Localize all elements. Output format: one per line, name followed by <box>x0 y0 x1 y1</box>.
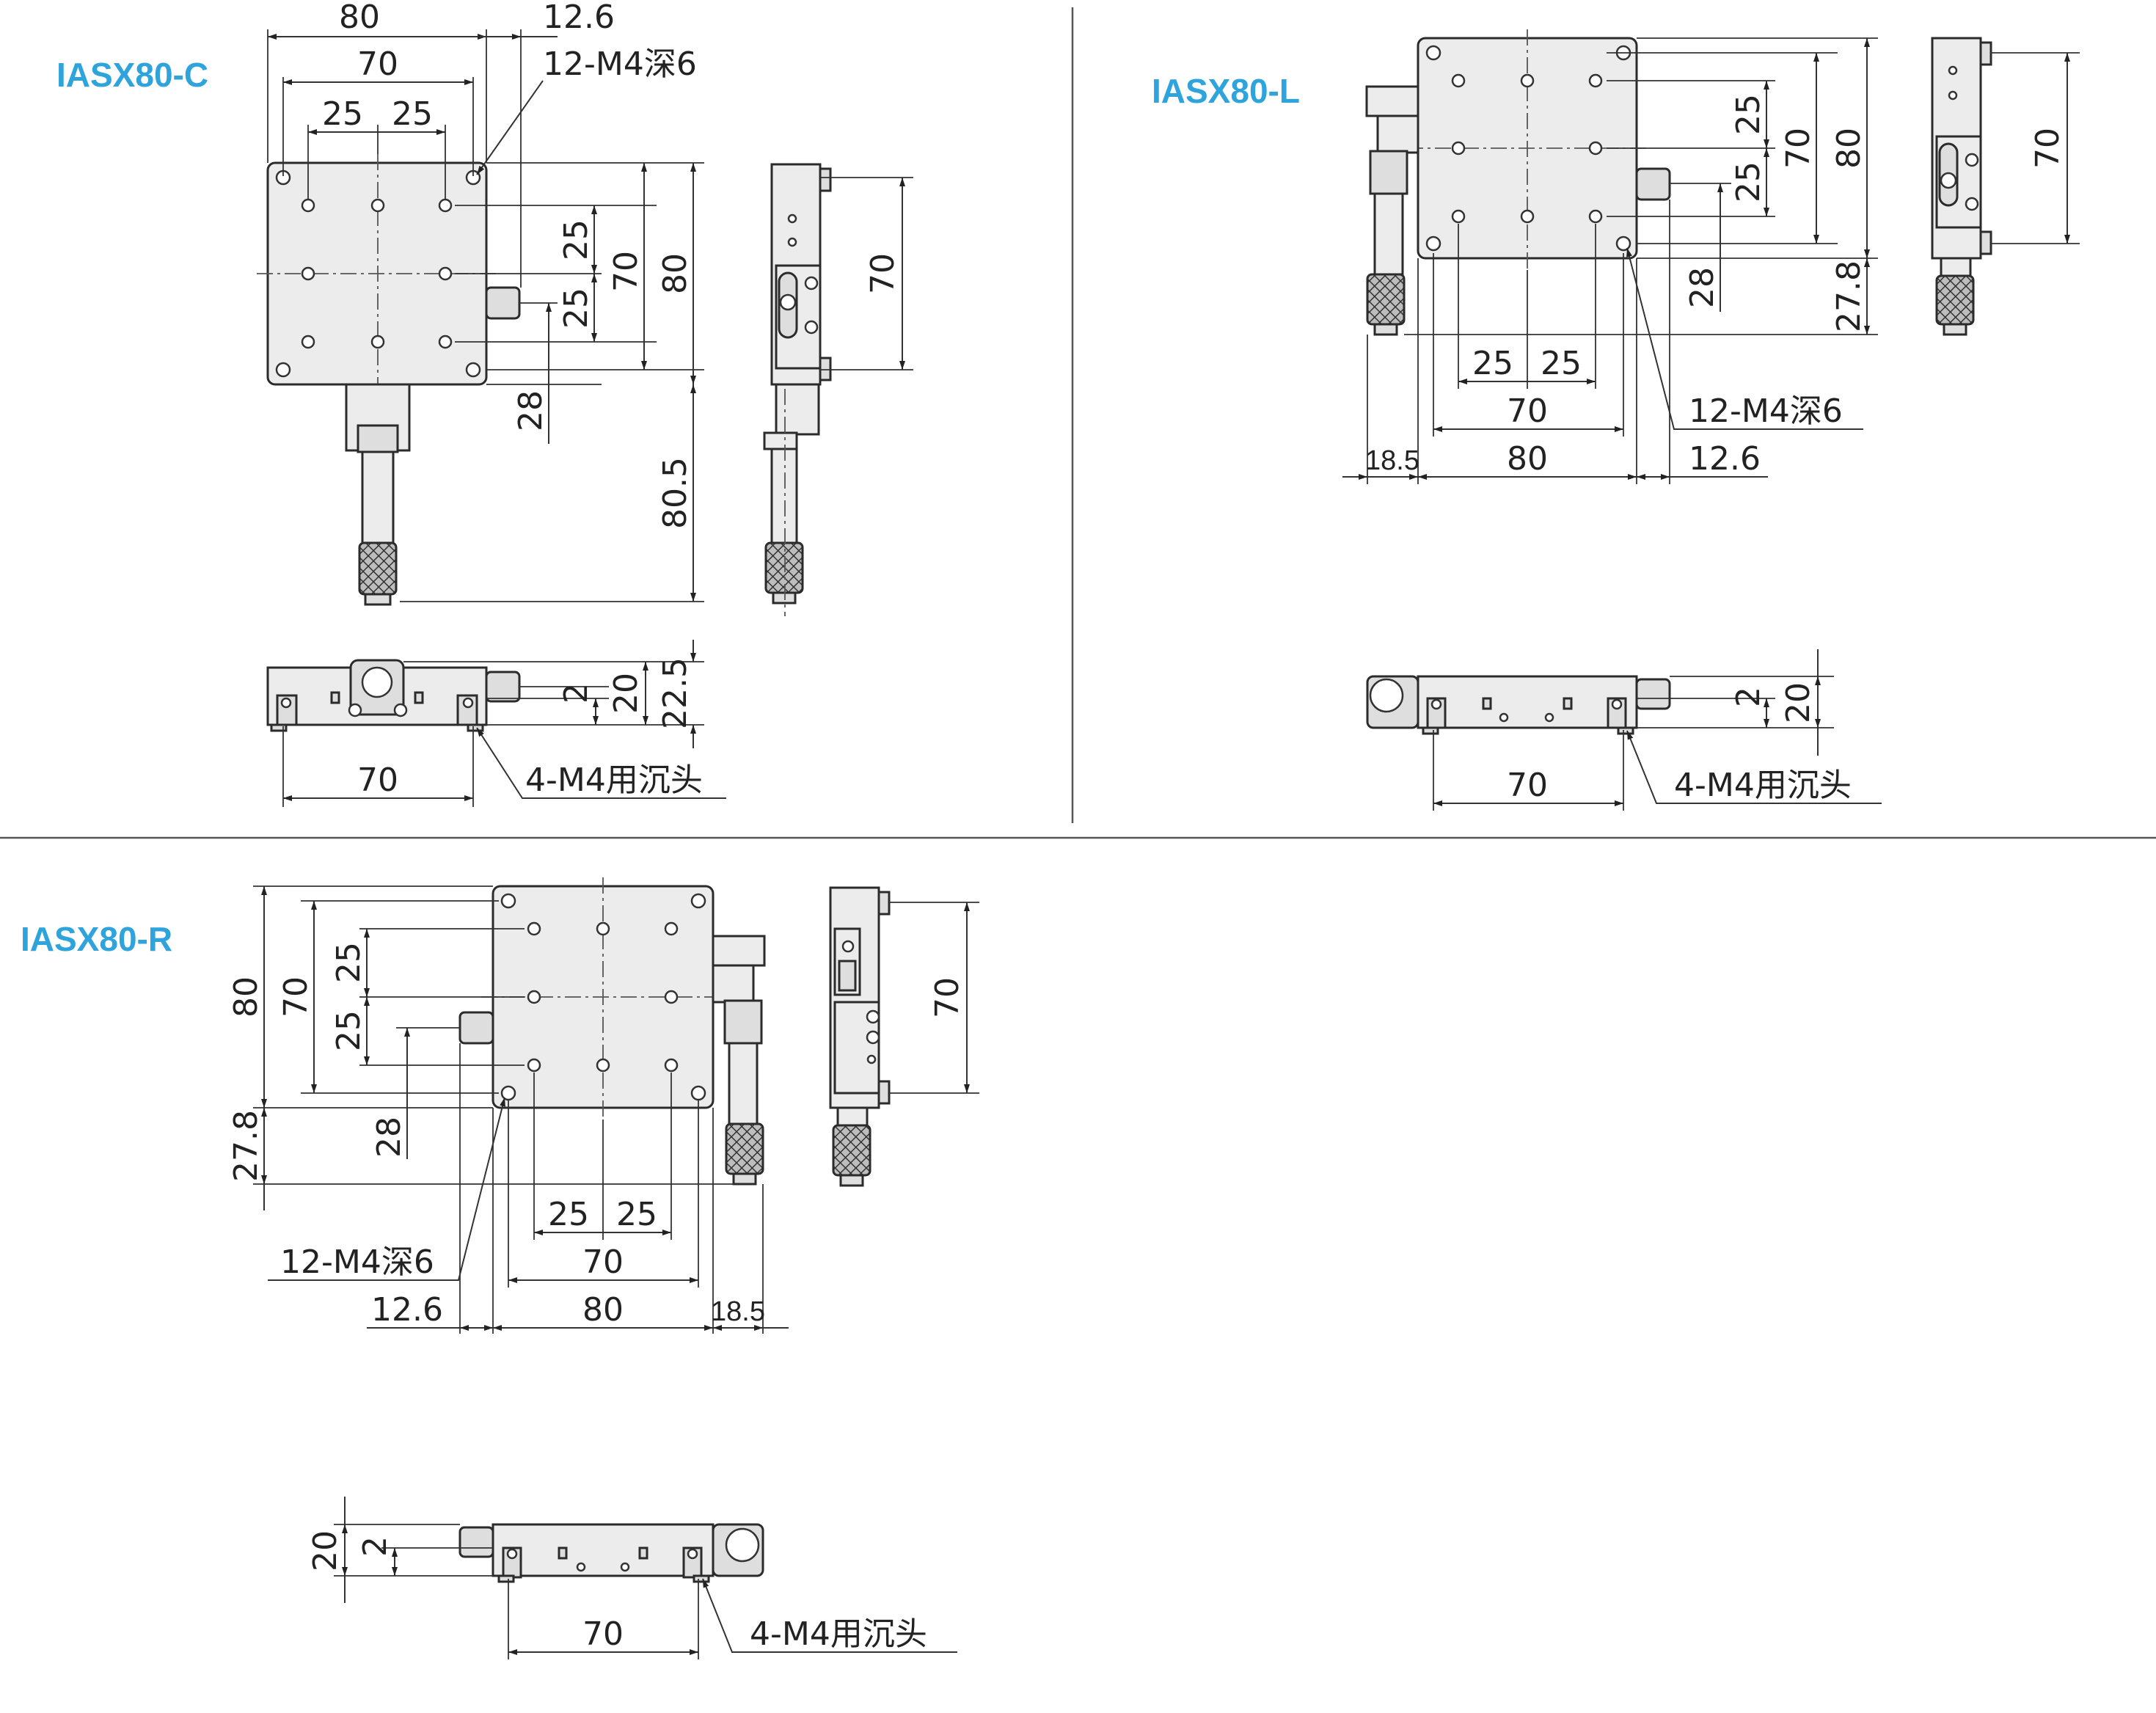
view-iasx80-c: IASX80-C <box>56 0 913 807</box>
top-view <box>257 154 521 606</box>
dim-offset-12-6: 12.6 <box>543 0 615 36</box>
micrometer-knurl <box>725 1122 764 1175</box>
dim-height-25-lower: 25 <box>330 1010 368 1051</box>
bottom-view <box>458 1523 764 1583</box>
dim-bottom-20: 20 <box>307 1530 344 1571</box>
lock-knob <box>458 1011 494 1045</box>
tap-holes <box>527 921 679 1073</box>
dim-micrometer-18-5: 18.5 <box>711 1296 765 1327</box>
dim-height-25-upper: 25 <box>1730 94 1767 135</box>
dim-height-25-lower: 25 <box>558 288 595 329</box>
dim-bottom-2: 2 <box>1730 687 1767 707</box>
dim-height-70: 70 <box>277 976 315 1018</box>
callout-tap-holes: 12-M4深6 <box>543 45 697 83</box>
dim-micrometer-27-8: 27.8 <box>227 1110 265 1182</box>
dim-micrometer-18-5: 18.5 <box>1365 445 1419 476</box>
dim-knob-28: 28 <box>512 390 549 431</box>
dim-pitch-25-right: 25 <box>1541 345 1582 382</box>
dim-bottom-20: 20 <box>1780 682 1817 723</box>
view-iasx80-r: IASX80-R <box>21 877 979 1659</box>
dim-height-70: 70 <box>607 251 645 292</box>
dim-pitch-25-left: 25 <box>548 1196 589 1233</box>
lock-knob <box>485 286 521 320</box>
dim-pitch-25-right: 25 <box>616 1196 657 1233</box>
bottom-view <box>1366 675 1671 735</box>
dim-bottom-70: 70 <box>357 761 398 799</box>
side-view <box>829 886 891 1187</box>
dim-pitch-25-left: 25 <box>322 95 363 133</box>
tap-holes <box>1451 73 1603 224</box>
dim-pitch-25-left: 25 <box>1472 345 1513 382</box>
dim-bottom-22-5: 22.5 <box>657 657 694 729</box>
dim-width-80: 80 <box>1507 440 1548 478</box>
top-view <box>458 877 766 1186</box>
dim-side-70: 70 <box>864 253 902 294</box>
micrometer-knurl <box>358 541 398 596</box>
dim-side-70: 70 <box>929 977 966 1018</box>
dim-micrometer-80-5: 80.5 <box>657 457 694 529</box>
view-iasx80-l: IASX80-L <box>1152 29 2080 811</box>
dim-bottom-20: 20 <box>607 673 645 714</box>
dim-height-25-lower: 25 <box>1730 161 1767 202</box>
dim-knob-28: 28 <box>1684 267 1721 308</box>
side-view <box>1931 37 1992 336</box>
view-title: IASX80-R <box>21 920 172 958</box>
dim-height-25-upper: 25 <box>558 219 595 260</box>
bottom-view <box>266 659 521 732</box>
dim-pitch-25-right: 25 <box>392 95 433 133</box>
dim-offset-12-6: 12.6 <box>1689 440 1761 478</box>
callout-countersink: 4-M4用沉头 <box>750 1615 927 1653</box>
dim-width-80: 80 <box>339 0 380 36</box>
corner-screws <box>1425 45 1631 252</box>
lock-knob <box>1635 167 1671 201</box>
dim-width-70: 70 <box>357 45 398 83</box>
dim-bottom-2: 2 <box>357 1536 394 1557</box>
dim-height-70: 70 <box>1780 128 1817 169</box>
callout-countersink: 4-M4用沉头 <box>525 761 703 799</box>
dim-width-70: 70 <box>1507 392 1548 430</box>
view-title: IASX80-C <box>56 56 208 94</box>
dim-height-25-upper: 25 <box>330 942 368 983</box>
dim-offset-12-6: 12.6 <box>371 1291 443 1329</box>
dim-height-80: 80 <box>227 976 265 1018</box>
dim-knob-28: 28 <box>370 1117 408 1158</box>
dim-bottom-2: 2 <box>558 683 595 704</box>
callout-tap-holes: 12-M4深6 <box>1689 392 1843 430</box>
tap-holes <box>301 198 453 349</box>
callout-countersink: 4-M4用沉头 <box>1674 767 1852 804</box>
top-view <box>1365 29 1671 336</box>
dim-height-80: 80 <box>1830 128 1868 169</box>
callout-tap-holes: 12-M4深6 <box>280 1243 434 1281</box>
dim-side-70: 70 <box>2029 128 2067 169</box>
view-title: IASX80-L <box>1152 72 1300 110</box>
dim-width-80: 80 <box>582 1291 624 1329</box>
dim-bottom-70: 70 <box>1507 767 1548 804</box>
dim-bottom-70: 70 <box>582 1615 624 1653</box>
side-view <box>763 163 832 616</box>
micrometer-knurl <box>1366 273 1406 326</box>
corner-screws <box>500 893 706 1101</box>
dim-height-80: 80 <box>657 253 694 294</box>
dim-width-70: 70 <box>582 1243 624 1281</box>
dim-micrometer-27-8: 27.8 <box>1830 260 1868 332</box>
